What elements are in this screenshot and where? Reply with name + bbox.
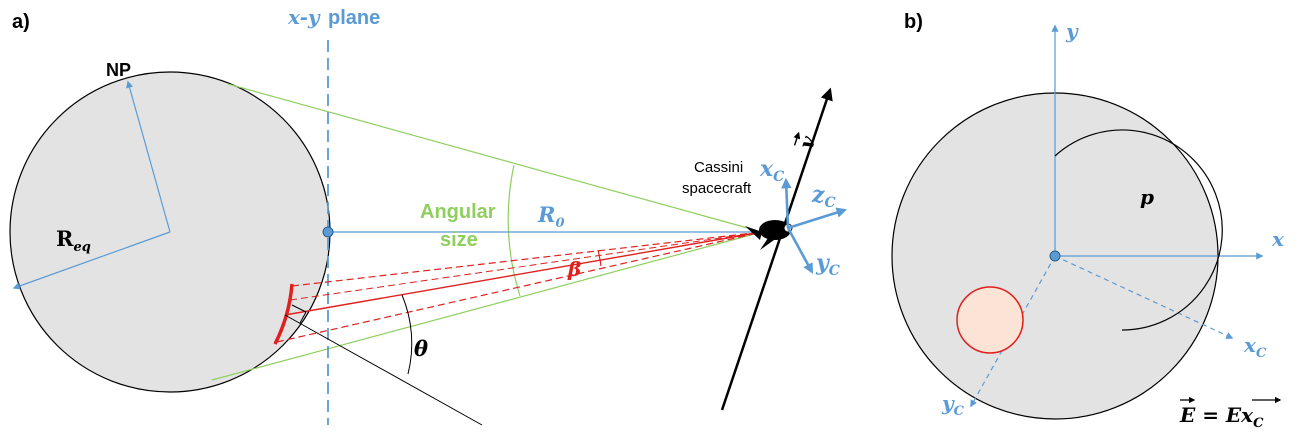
e-equation-text: E = ExC (1179, 403, 1264, 431)
angular-size-arc (507, 164, 521, 297)
trajectory-line (720, 87, 833, 411)
panel-b: b) y x p xC yC E = ExC (891, 11, 1285, 431)
angular-size-label-line1: Angular (420, 201, 496, 223)
np-label: NP (106, 60, 131, 80)
xc-label-b: xC (1243, 333, 1267, 361)
beta-label: β (567, 257, 581, 281)
yc-label-b: yC (941, 391, 965, 419)
yc-axis-arrow (786, 227, 814, 274)
xc-label: xC (759, 156, 784, 185)
xc-axis-dashed (1054, 255, 1234, 339)
plane-label: plane (328, 7, 380, 29)
theta-label: θ (414, 336, 428, 361)
yc-label: yC (815, 250, 840, 279)
beta-arc (597, 249, 602, 267)
r0-label: R0 (537, 202, 565, 231)
p-label: p (1140, 185, 1154, 209)
spacecraft-label-line2: spacecraft (682, 180, 752, 197)
panel-a: v a) x-y plane NP Req Angular size R0 β … (9, 5, 847, 426)
observed-region-spot (956, 286, 1024, 354)
beta-line-dashed-bottom (276, 231, 763, 343)
panel-b-label: b) (904, 11, 923, 33)
beta-line-dashed-top (291, 231, 763, 287)
x-axis-label: x (1271, 227, 1285, 251)
position-angle-arc (1054, 129, 1223, 331)
e-equation: E = ExC (1179, 396, 1282, 431)
line-of-sight (284, 231, 763, 316)
zc-label: zC (811, 182, 836, 211)
tangent-line-top (227, 83, 763, 233)
theta-arc (401, 294, 413, 375)
panel-a-label: a) (12, 11, 30, 33)
tangent-line-bottom (211, 231, 763, 381)
origin-dot (322, 226, 334, 238)
right-angle-marker (291, 304, 307, 324)
req-radius-line (12, 231, 171, 290)
y-axis-label: y (1065, 19, 1079, 43)
req-label: Req (56, 226, 91, 255)
np-radius-line (126, 80, 171, 233)
spacecraft-label-line1: Cassini (694, 159, 743, 176)
xc-axis-arrow (781, 177, 792, 229)
beta-line-dashed-mid (289, 231, 763, 301)
velocity-vector-label: v (793, 131, 820, 152)
center-dot (1049, 250, 1061, 262)
plane-axis-name: x-y (287, 5, 321, 29)
zc-axis-arrow (787, 207, 847, 230)
angular-size-label-line2: size (440, 229, 478, 251)
surface-normal-line (284, 314, 483, 426)
